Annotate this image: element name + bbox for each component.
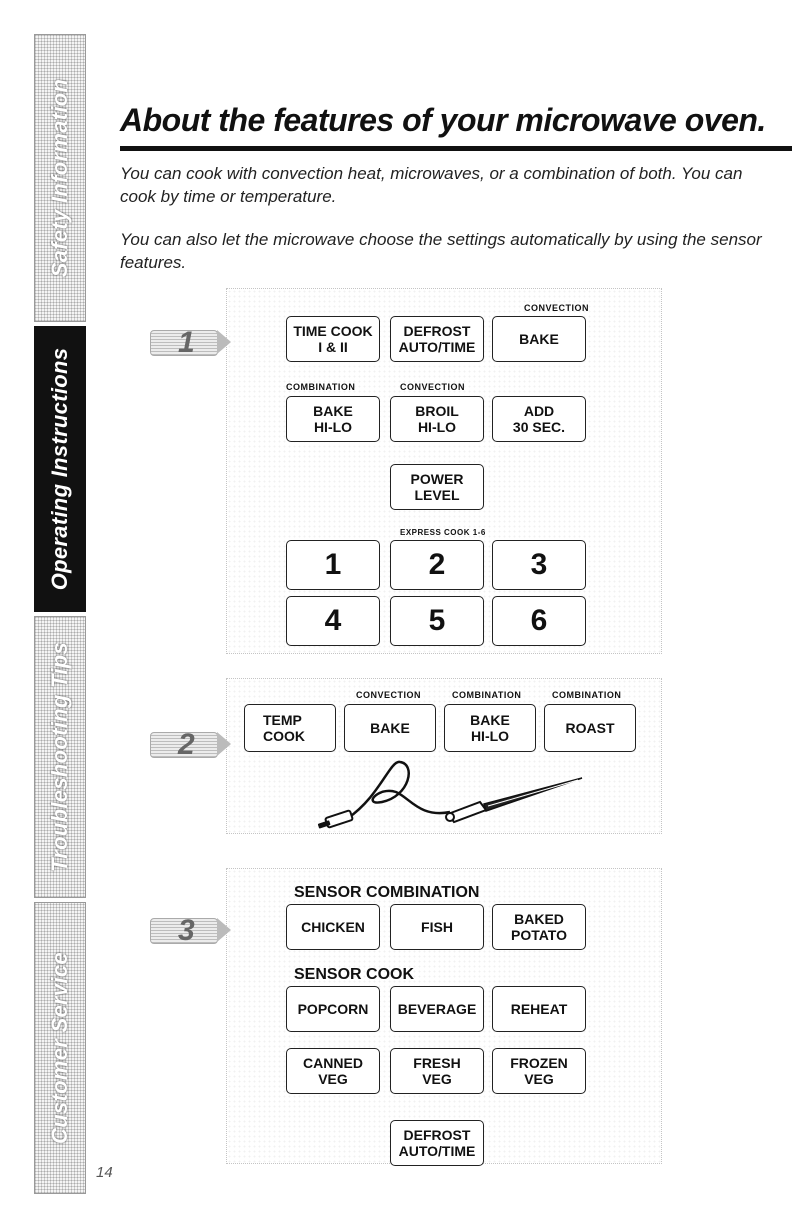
key-line: DEFROST <box>404 323 471 339</box>
number-6-button[interactable]: 6 <box>492 596 586 646</box>
time-cook-button[interactable]: TIME COOK I & II <box>286 316 380 362</box>
combination-label: COMBINATION <box>552 690 621 700</box>
key-line: CANNED <box>303 1055 363 1071</box>
key-line: BAKE <box>519 331 559 347</box>
fresh-veg-button[interactable]: FRESH VEG <box>390 1048 484 1094</box>
convection-label: CONVECTION <box>356 690 421 700</box>
key-line: HI-LO <box>471 728 509 744</box>
frozen-veg-button[interactable]: FROZEN VEG <box>492 1048 586 1094</box>
step-number: 1 <box>178 326 195 360</box>
key-line: REHEAT <box>511 1001 568 1017</box>
sensor-cook-label: SENSOR COOK <box>294 966 414 984</box>
key-line: FROZEN <box>510 1055 568 1071</box>
key-line: ADD <box>524 403 554 419</box>
tab-operating-instructions: Operating Instructions <box>34 326 86 612</box>
step-number: 2 <box>178 728 195 762</box>
key-line: POTATO <box>511 927 567 943</box>
tab-label: Operating Instructions <box>47 348 73 591</box>
canned-veg-button[interactable]: CANNED VEG <box>286 1048 380 1094</box>
tab-safety-information: Safety Information <box>34 34 86 322</box>
key-line: 30 SEC. <box>513 419 565 435</box>
popcorn-button[interactable]: POPCORN <box>286 986 380 1032</box>
key-line: DEFROST <box>404 1127 471 1143</box>
combination-label: COMBINATION <box>452 690 521 700</box>
beverage-button[interactable]: BEVERAGE <box>390 986 484 1032</box>
key-line: TEMP <box>263 712 302 728</box>
power-level-button[interactable]: POWER LEVEL <box>390 464 484 510</box>
key-line: BAKE <box>470 712 510 728</box>
chicken-button[interactable]: CHICKEN <box>286 904 380 950</box>
key-line: BEVERAGE <box>398 1001 477 1017</box>
key-line: HI-LO <box>314 419 352 435</box>
fish-button[interactable]: FISH <box>390 904 484 950</box>
key-line: POWER <box>411 471 464 487</box>
step-3-marker: 3 <box>150 908 230 956</box>
temp-cook-button[interactable]: TEMP COOK <box>244 704 336 752</box>
tab-label: Customer Service <box>47 952 73 1144</box>
key-number: 4 <box>325 613 342 629</box>
defrost-auto-time-button[interactable]: DEFROST AUTO/TIME <box>390 316 484 362</box>
number-2-button[interactable]: 2 <box>390 540 484 590</box>
key-number: 2 <box>429 557 446 573</box>
step-2-marker: 2 <box>150 722 230 770</box>
convection-broil-hi-lo-button[interactable]: BROIL HI-LO <box>390 396 484 442</box>
key-line: VEG <box>524 1071 554 1087</box>
key-line: CHICKEN <box>301 919 365 935</box>
key-line: AUTO/TIME <box>399 339 476 355</box>
key-number: 1 <box>325 557 342 573</box>
convection-bake-button[interactable]: BAKE <box>492 316 586 362</box>
key-line: LEVEL <box>414 487 459 503</box>
temperature-probe-icon <box>300 756 600 836</box>
page-title: About the features of your microwave ove… <box>120 102 766 139</box>
add-30-sec-button[interactable]: ADD 30 SEC. <box>492 396 586 442</box>
key-line: FISH <box>421 919 453 935</box>
intro-paragraph-2: You can also let the microwave choose th… <box>120 228 780 274</box>
key-number: 6 <box>531 613 548 629</box>
page-number: 14 <box>96 1164 113 1181</box>
tab-label: Safety Information <box>47 79 73 278</box>
section-tabs: Safety Information Operating Instruction… <box>34 34 86 1194</box>
key-number: 3 <box>531 557 548 573</box>
key-line: BROIL <box>415 403 459 419</box>
combination-label: COMBINATION <box>286 382 355 392</box>
key-line: COOK <box>263 728 305 744</box>
number-4-button[interactable]: 4 <box>286 596 380 646</box>
key-line: POPCORN <box>298 1001 369 1017</box>
number-3-button[interactable]: 3 <box>492 540 586 590</box>
combination-roast-button[interactable]: ROAST <box>544 704 636 752</box>
step-number: 3 <box>178 914 195 948</box>
defrost-auto-time-button[interactable]: DEFROST AUTO/TIME <box>390 1120 484 1166</box>
baked-potato-button[interactable]: BAKED POTATO <box>492 904 586 950</box>
number-1-button[interactable]: 1 <box>286 540 380 590</box>
combination-bake-hi-lo-button[interactable]: BAKE HI-LO <box>286 396 380 442</box>
key-line: VEG <box>318 1071 348 1087</box>
convection-label: CONVECTION <box>524 303 589 313</box>
key-line: ROAST <box>566 720 615 736</box>
key-line: BAKE <box>313 403 353 419</box>
convection-bake-button[interactable]: BAKE <box>344 704 436 752</box>
sensor-combination-label: SENSOR COMBINATION <box>294 884 479 902</box>
key-line: TIME COOK <box>293 323 372 339</box>
tab-troubleshooting-tips: Troubleshooting Tips <box>34 616 86 898</box>
key-line: BAKE <box>370 720 410 736</box>
convection-label: CONVECTION <box>400 382 465 392</box>
key-line: I & II <box>318 339 348 355</box>
reheat-button[interactable]: REHEAT <box>492 986 586 1032</box>
tab-label: Troubleshooting Tips <box>47 642 73 872</box>
title-rule <box>120 146 792 151</box>
key-line: VEG <box>422 1071 452 1087</box>
tab-customer-service: Customer Service <box>34 902 86 1194</box>
express-cook-label: EXPRESS COOK 1-6 <box>400 528 486 537</box>
key-line: FRESH <box>413 1055 460 1071</box>
key-line: BAKED <box>514 911 564 927</box>
intro-paragraph-1: You can cook with convection heat, micro… <box>120 162 780 208</box>
key-line: AUTO/TIME <box>399 1143 476 1159</box>
number-5-button[interactable]: 5 <box>390 596 484 646</box>
key-number: 5 <box>429 613 446 629</box>
step-1-marker: 1 <box>150 320 230 368</box>
key-line: HI-LO <box>418 419 456 435</box>
combination-bake-hi-lo-button[interactable]: BAKE HI-LO <box>444 704 536 752</box>
